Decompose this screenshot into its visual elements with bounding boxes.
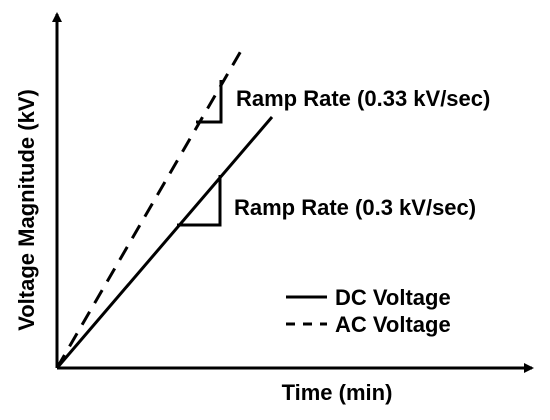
legend-label-ac: AC Voltage — [335, 312, 451, 337]
y-axis-label: Voltage Magnitude (kV) — [14, 89, 39, 331]
legend: DC Voltage AC Voltage — [286, 285, 451, 337]
dc-voltage-line — [55, 116, 274, 369]
dc-ramp-rate-label: Ramp Rate (0.3 kV/sec) — [234, 195, 476, 220]
ac-ramp-rate-label: Ramp Rate (0.33 kV/sec) — [236, 86, 490, 111]
x-axis-label: Time (min) — [282, 380, 393, 405]
legend-label-dc: DC Voltage — [335, 285, 451, 310]
ac-voltage-line — [55, 43, 247, 369]
dc-ramp-rate-triangle — [177, 175, 222, 227]
ac-ramp-rate-triangle — [196, 80, 223, 124]
